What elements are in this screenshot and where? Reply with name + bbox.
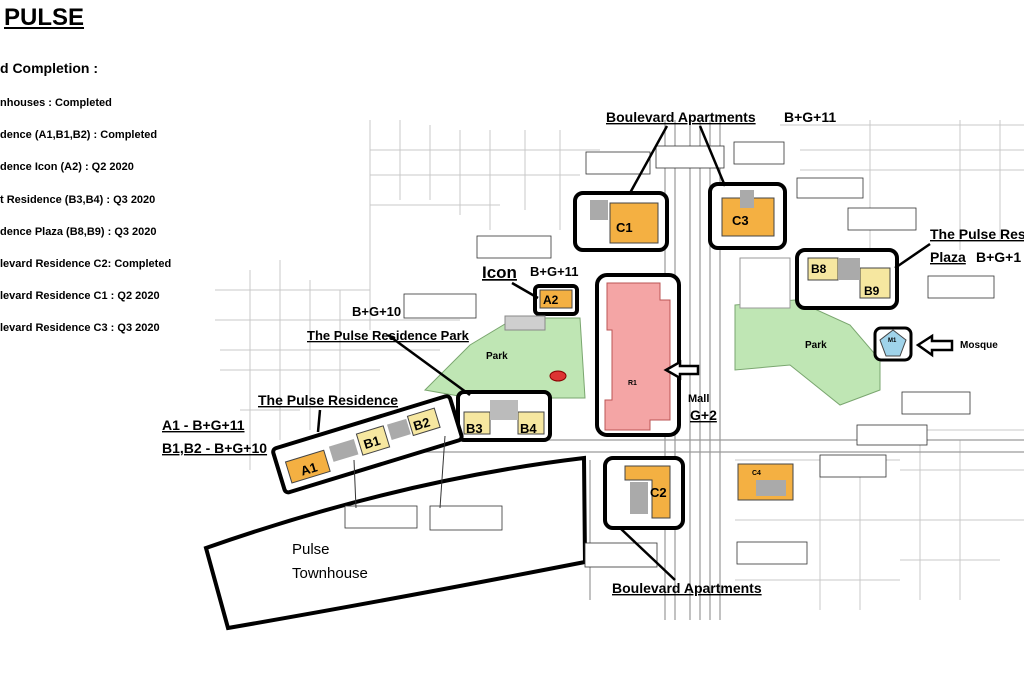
status-item: dence (A1,B1,B2) : Completed (0, 129, 158, 142)
pin-line (439, 435, 446, 509)
label-c1: C1 (616, 220, 633, 235)
building-c4-core (756, 480, 786, 496)
label-a1: A1 (299, 459, 319, 478)
label-b3: B3 (466, 421, 483, 436)
label-icon-height: B+G+11 (530, 264, 578, 279)
building-core (328, 439, 359, 462)
building-core (387, 418, 411, 440)
label-a1-height: A1 - B+G+11 (162, 417, 245, 433)
label-pulse-townhouse-2: Townhouse (292, 565, 368, 582)
label-mall: Mall (688, 393, 709, 405)
building-b2 (406, 407, 441, 437)
completion-status-list: nhouses : Completed dence (A1,B1,B2) : C… (0, 96, 171, 354)
leader-lines (316, 125, 931, 581)
label-c3: C3 (732, 213, 749, 228)
label-pulse-residence: The Pulse Residence (258, 392, 398, 408)
label-b8: B8 (811, 262, 827, 276)
building-c1-core (590, 200, 608, 220)
building-b3-b4-core (490, 400, 518, 420)
building-b3 (463, 411, 491, 435)
mosque-arrow (915, 333, 954, 358)
label-boulevard-top-height: B+G+11 (784, 109, 836, 125)
parcel-white (739, 257, 791, 309)
parcel-info-boxes (344, 141, 995, 568)
label-boulevard-apartments-top: Boulevard Apartments (606, 109, 756, 125)
label-m1: M1 (888, 338, 897, 344)
building-b8-b9-core (838, 258, 860, 280)
building-b4 (517, 411, 545, 435)
status-item: t Residence (B3,B4) : Q3 2020 (0, 193, 156, 206)
building-b1 (355, 425, 391, 456)
label-b2: B2 (412, 414, 432, 433)
status-item: levard Residence C1 : Q2 2020 (0, 290, 160, 303)
status-item: nhouses : Completed (0, 97, 112, 109)
label-mall-height: G+2 (690, 407, 717, 423)
label-boulevard-apartments-bottom: Boulevard Apartments (612, 580, 762, 596)
park-marker (549, 370, 567, 382)
label-icon: Icon (482, 263, 517, 282)
status-item: levard Residence C3 : Q3 2020 (0, 322, 160, 335)
pin-line (353, 459, 357, 509)
label-park-left: Park (486, 351, 508, 362)
label-pulse-residence-plaza: The Pulse Res (930, 226, 1024, 242)
mall-arrow (663, 359, 700, 381)
completion-heading: d Completion : (0, 60, 98, 76)
label-r1: R1 (628, 380, 637, 387)
building-c3-core (740, 190, 754, 208)
mall-building-r1 (604, 282, 671, 431)
label-mosque: Mosque (960, 340, 998, 351)
label-pulse-residence-park: The Pulse Residence Park (307, 328, 470, 343)
label-plaza-height: B+G+1 (976, 249, 1021, 265)
status-item: levard Residence C2: Completed (0, 257, 172, 270)
building-c2-core (630, 482, 648, 514)
building-b9 (859, 267, 891, 299)
status-item: dence Icon (A2) : Q2 2020 (0, 161, 134, 174)
label-park-right: Park (805, 340, 827, 351)
label-b1-b2-height: B1,B2 - B+G+10 (162, 440, 267, 456)
pulse-residence-group: A1 B1 B2 (271, 394, 464, 495)
mosque-building (879, 329, 907, 357)
building-a2 (539, 289, 573, 309)
building-a1 (284, 449, 331, 484)
label-b4: B4 (520, 421, 537, 436)
label-b1: B1 (362, 433, 382, 452)
label-c2: C2 (650, 485, 667, 500)
pulse-townhouse-boundary (203, 455, 588, 631)
park-right-area (734, 299, 881, 406)
status-item: dence Plaza (B8,B9) : Q3 2020 (0, 225, 157, 238)
street-grid (215, 120, 1024, 610)
label-plaza: Plaza (930, 249, 966, 265)
building-c2 (624, 465, 671, 519)
building-c1 (609, 202, 659, 244)
label-pulse-townhouse-1: Pulse (292, 541, 330, 558)
label-c4: C4 (752, 470, 761, 477)
page-title: PULSE (4, 4, 85, 31)
parcel-gray-strip (504, 315, 546, 331)
label-a2: A2 (543, 293, 559, 307)
label-park-height: B+G+10 (352, 304, 401, 319)
label-b9: B9 (864, 284, 880, 298)
